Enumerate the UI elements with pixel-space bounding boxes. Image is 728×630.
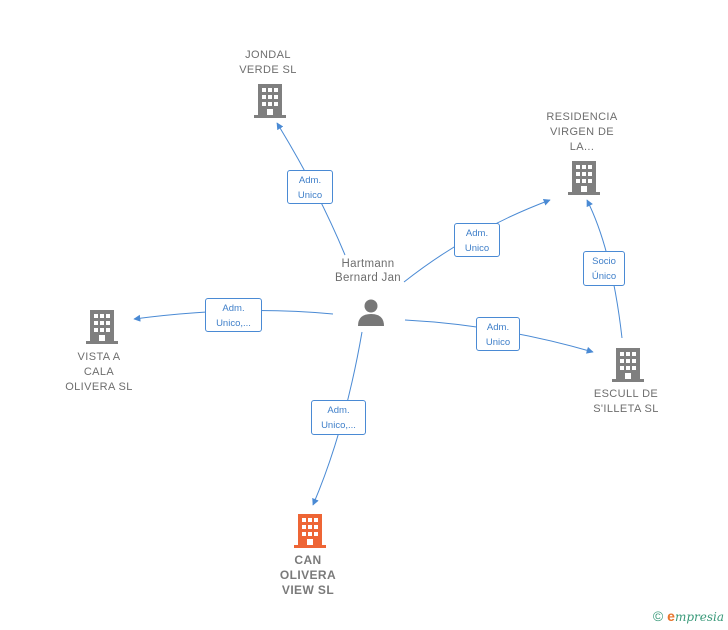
node-label-escull[interactable]: ESCULL DE S'ILLETA SL: [593, 388, 659, 415]
building-icon-vista[interactable]: [86, 310, 118, 344]
person-name[interactable]: Hartmann Bernard Jan: [335, 258, 401, 284]
edge-label-escull[interactable]: Adm. Unico: [476, 317, 520, 351]
building-icon-can[interactable]: [294, 514, 326, 548]
node-label-residencia[interactable]: RESIDENCIA VIRGEN DE LA...: [546, 111, 618, 153]
edge-label-socio[interactable]: Socio Único: [583, 251, 625, 286]
brand-footer: © empresia: [653, 608, 724, 624]
brand-logo: empresia: [667, 608, 724, 624]
edge-label-vista[interactable]: Adm. Unico,...: [205, 298, 262, 332]
building-icon-jondal[interactable]: [254, 84, 286, 118]
edge-label-residencia[interactable]: Adm. Unico: [454, 223, 500, 257]
node-label-can[interactable]: CAN OLIVERA VIEW SL: [279, 553, 337, 597]
edge-label-jondal[interactable]: Adm. Unico: [287, 170, 333, 204]
node-label-jondal[interactable]: JONDAL VERDE SL: [239, 49, 297, 76]
edge-label-can[interactable]: Adm. Unico,...: [311, 400, 366, 435]
building-icon-escull[interactable]: [612, 348, 644, 382]
person-icon[interactable]: [356, 297, 386, 327]
building-icon-residencia[interactable]: [568, 161, 600, 195]
node-label-vista[interactable]: VISTA A CALA OLIVERA SL: [65, 351, 133, 393]
copyright-icon: ©: [652, 608, 664, 624]
